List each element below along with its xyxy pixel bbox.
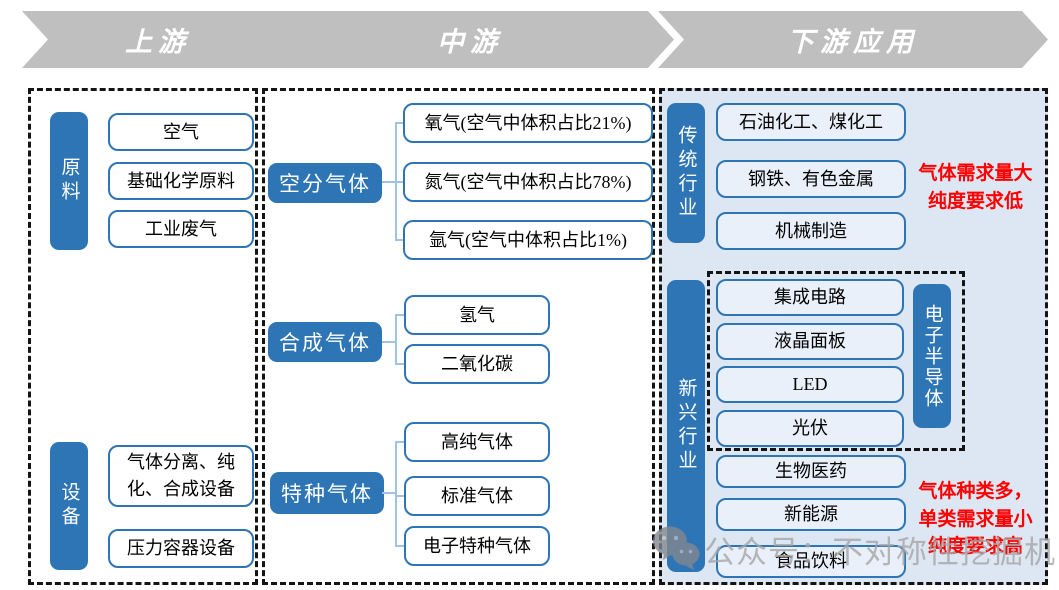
material-item-basic-chemicals: 基础化学原料 <box>108 162 254 200</box>
connector-line <box>395 363 404 365</box>
gas-item-co2: 二氧化碳 <box>404 344 550 384</box>
industry-item-biomedicine: 生物医药 <box>716 455 906 488</box>
connector-line <box>395 441 397 547</box>
connector-line <box>395 441 404 443</box>
semiconductor-label-text: 电子半导体 <box>921 303 943 409</box>
industry-item-integrated-circuits: 集成电路 <box>716 279 904 316</box>
semiconductor-group-label: 电子半导体 <box>913 284 951 428</box>
watermark-text: 公众号：不对称性挖掘机 <box>704 535 1056 570</box>
equipment-label-text: 设备 <box>58 482 80 530</box>
industry-item-new-energy: 新能源 <box>716 498 906 531</box>
connector-line <box>382 492 397 494</box>
connector-line <box>395 495 404 497</box>
banner-label: 中游 <box>437 27 503 57</box>
connector-line <box>395 181 404 183</box>
banner-label: 下游应用 <box>787 27 919 57</box>
connector-line <box>395 314 397 365</box>
banner-label: 上游 <box>125 27 191 57</box>
connector-line <box>395 545 404 547</box>
industry-item-petrochemical: 石油化工、煤化工 <box>716 103 906 141</box>
semiconductor-subgroup-frame <box>707 271 965 451</box>
connector-line <box>382 181 397 183</box>
gas-item-oxygen: 氧气(空气中体积占比21%) <box>403 103 653 143</box>
gas-item-argon: 氩气(空气中体积占比1%) <box>403 220 653 260</box>
traditional-label-text: 传统行业 <box>675 125 697 221</box>
traditional-industry-label: 传统行业 <box>667 103 705 243</box>
material-item-air: 空气 <box>108 113 254 151</box>
industry-item-machinery: 机械制造 <box>716 212 906 250</box>
connector-line <box>382 341 397 343</box>
industry-item-food-beverage: 食品饮料 <box>716 545 906 578</box>
emerging-label-text: 新兴行业 <box>675 378 697 474</box>
industry-item-photovoltaics: 光伏 <box>716 410 904 447</box>
emerging-demand-note: 气体种类多， 单类需求量小 纯度要求高 <box>918 481 1033 558</box>
gas-item-nitrogen: 氮气(空气中体积占比78%) <box>403 162 653 202</box>
materials-label-text: 原料 <box>58 157 80 205</box>
connector-line <box>395 122 404 124</box>
material-item-industrial-waste-gas: 工业废气 <box>108 210 254 248</box>
materials-group-label: 原料 <box>50 112 88 250</box>
equipment-item-separation: 气体分离、纯化、合成设备 <box>108 445 254 507</box>
gas-item-electronic-specialty: 电子特种气体 <box>404 526 550 566</box>
equipment-group-label: 设备 <box>50 442 88 570</box>
specialty-gas-label: 特种气体 <box>270 472 384 514</box>
banner-stage-downstream: 下游应用 <box>658 11 1048 68</box>
wechat-icon <box>653 526 700 570</box>
traditional-demand-note: 气体需求量大 纯度要求低 <box>918 163 1033 212</box>
connector-line <box>395 314 404 316</box>
banner-stage-midstream: 中游 <box>266 11 674 68</box>
connector-line <box>395 239 404 241</box>
gas-item-high-purity: 高纯气体 <box>404 422 550 462</box>
equipment-item-pressure-vessel: 压力容器设备 <box>108 529 254 568</box>
emerging-industry-label: 新兴行业 <box>667 280 705 572</box>
gas-item-hydrogen: 氢气 <box>404 295 550 335</box>
industry-item-steel-metals: 钢铁、有色金属 <box>716 160 906 198</box>
industry-item-led: LED <box>716 366 904 403</box>
industry-item-lcd-panels: 液晶面板 <box>716 323 904 360</box>
synthetic-gas-label: 合成气体 <box>268 322 382 362</box>
gas-item-standard: 标准气体 <box>404 476 550 516</box>
banner-stage-upstream: 上游 <box>22 11 294 68</box>
air-separation-label: 空分气体 <box>268 163 382 203</box>
